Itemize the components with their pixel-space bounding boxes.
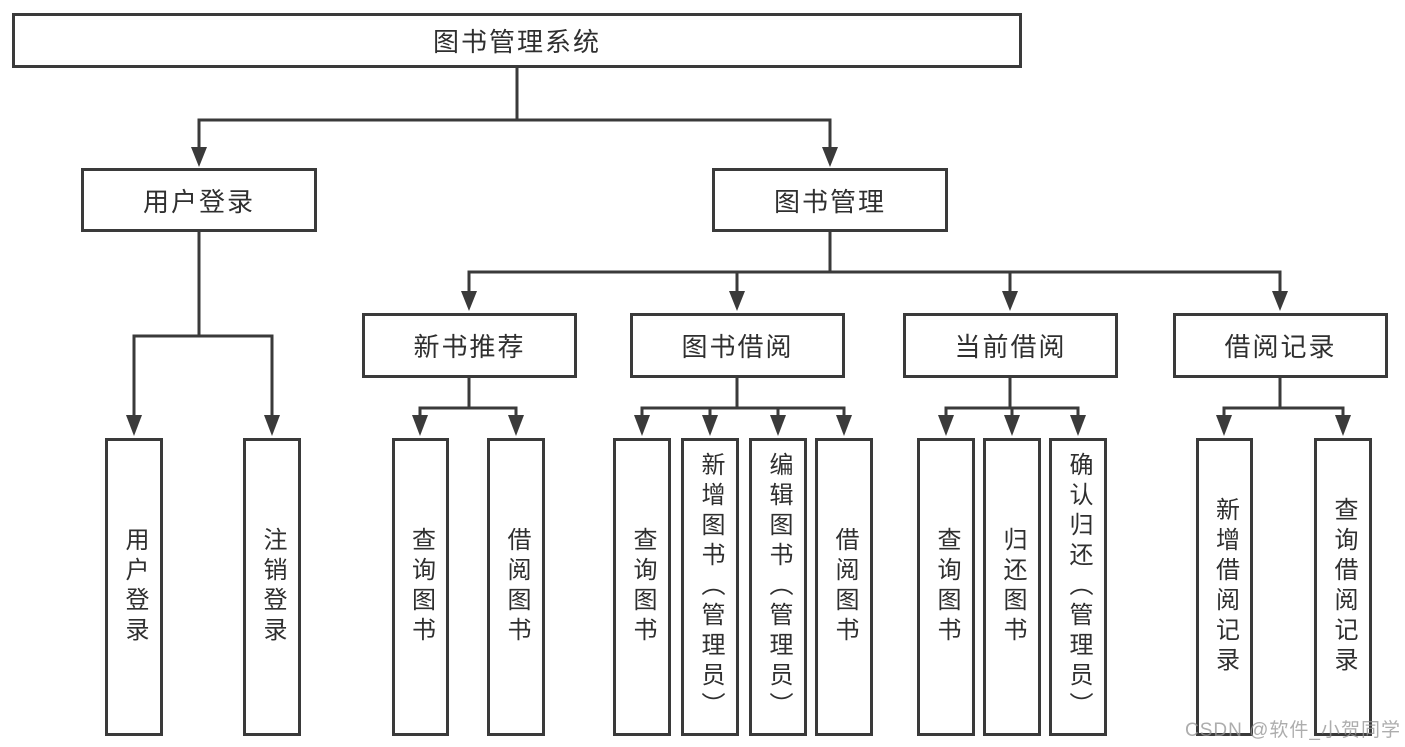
node-label: 借阅图书 — [503, 527, 530, 647]
node-label: 查询借阅记录 — [1330, 497, 1357, 677]
node-label: 新书推荐 — [413, 332, 526, 362]
edge-newbook-split — [418, 376, 518, 420]
edge-bookmgmt-split — [467, 230, 1282, 296]
node-label: 新增图书（管理员） — [697, 452, 724, 722]
arrow-down-icon — [1216, 415, 1232, 436]
node-label: 归还图书 — [999, 527, 1026, 647]
csdn-watermark: CSDN @软件_小贺同学 — [1185, 720, 1401, 741]
node-label: 图书管理系统 — [432, 27, 601, 57]
edge-current-split — [944, 376, 1080, 420]
arrow-down-icon — [836, 415, 852, 436]
edge-root-split — [197, 66, 832, 152]
leaf-query-books-1: 查询图书 — [392, 438, 449, 736]
arrow-down-icon — [1272, 291, 1288, 311]
edge-userlogin-split — [132, 230, 274, 420]
node-label: 用户登录 — [121, 527, 148, 647]
arrow-down-icon — [191, 147, 207, 167]
node-label: 图书借阅 — [681, 332, 794, 362]
leaf-query-borrow-record: 查询借阅记录 — [1314, 438, 1372, 736]
arrow-down-icon — [702, 415, 718, 436]
leaf-borrow-books-1: 借阅图书 — [487, 438, 545, 736]
leaf-query-books-2: 查询图书 — [613, 438, 671, 736]
node-book-management: 图书管理 — [712, 168, 948, 232]
arrow-down-icon — [822, 147, 838, 167]
node-label: 查询图书 — [629, 527, 656, 647]
leaf-borrow-books-2: 借阅图书 — [815, 438, 873, 736]
arrow-down-icon — [461, 291, 477, 311]
leaf-user-login: 用户登录 — [105, 438, 163, 736]
leaf-return-books: 归还图书 — [983, 438, 1041, 736]
node-borrowing-records: 借阅记录 — [1173, 313, 1388, 378]
leaf-add-books-admin: 新增图书（管理员） — [681, 438, 739, 736]
leaf-add-borrow-record: 新增借阅记录 — [1196, 438, 1253, 736]
node-current-borrowing: 当前借阅 — [903, 313, 1118, 378]
edge-records-split — [1222, 376, 1345, 420]
leaf-confirm-return-admin: 确认归还（管理员） — [1049, 438, 1107, 736]
arrow-down-icon — [508, 415, 524, 436]
node-label: 查询图书 — [933, 527, 960, 647]
arrow-down-icon — [634, 415, 650, 436]
leaf-query-books-3: 查询图书 — [917, 438, 975, 736]
node-label: 借阅图书 — [831, 527, 858, 647]
arrow-down-icon — [126, 415, 142, 436]
node-new-book-recommendation: 新书推荐 — [362, 313, 577, 378]
arrow-down-icon — [1070, 415, 1086, 436]
edge-borrow-split — [640, 376, 846, 420]
node-label: 用户登录 — [142, 186, 255, 217]
arrow-down-icon — [770, 415, 786, 436]
node-book-borrowing: 图书借阅 — [630, 313, 845, 378]
arrow-down-icon — [412, 415, 428, 436]
node-label: 确认归还（管理员） — [1065, 452, 1092, 722]
arrow-down-icon — [1002, 291, 1018, 311]
arrow-down-icon — [938, 415, 954, 436]
node-library-system: 图书管理系统 — [12, 13, 1022, 68]
node-label: 新增借阅记录 — [1211, 497, 1239, 677]
node-label: 查询图书 — [407, 527, 435, 647]
arrow-down-icon — [264, 415, 280, 436]
node-label: 图书管理 — [773, 186, 886, 217]
arrow-down-icon — [1335, 415, 1351, 436]
node-label: 借阅记录 — [1224, 332, 1337, 362]
arrow-down-icon — [1004, 415, 1020, 436]
leaf-edit-books-admin: 编辑图书（管理员） — [749, 438, 807, 736]
node-label: 当前借阅 — [954, 332, 1067, 362]
leaf-logout: 注销登录 — [243, 438, 301, 736]
arrow-down-icon — [729, 291, 745, 311]
node-user-login: 用户登录 — [81, 168, 317, 232]
node-label: 注销登录 — [259, 527, 286, 647]
node-label: 编辑图书（管理员） — [765, 452, 792, 722]
